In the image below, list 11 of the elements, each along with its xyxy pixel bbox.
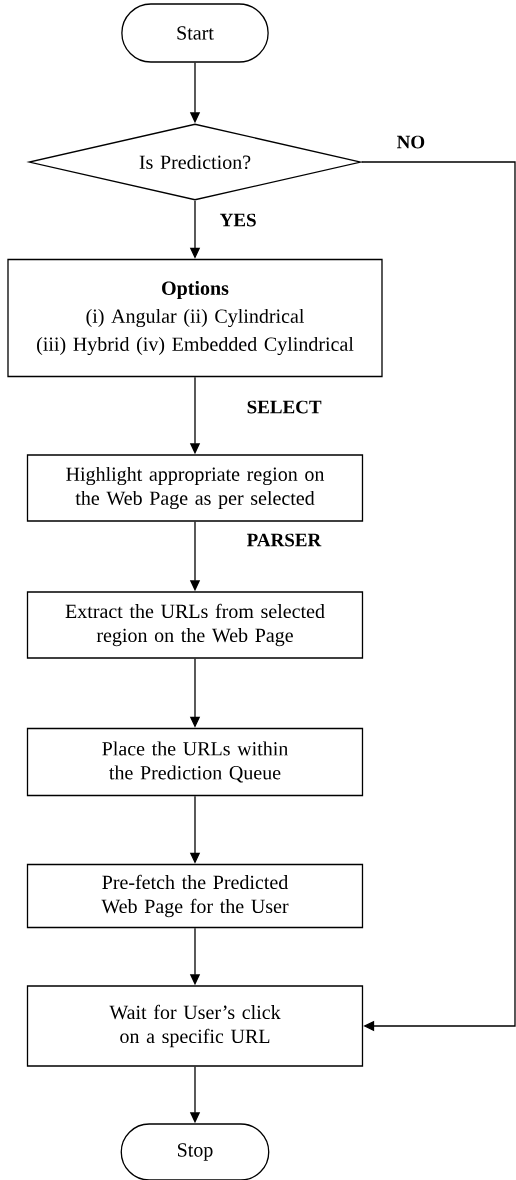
edge-label: NO [395,134,427,150]
edge-label: SELECT [245,399,323,415]
edge-label: PARSER [245,532,323,548]
process-box: Place the URLs within the Prediction Queue [26,727,364,797]
edge-label: YES [218,212,258,228]
process-box: Wait for User’s click on a specific URL [26,985,364,1067]
process-box: Highlight appropriate region on the Web Page as per selected [26,454,364,522]
process-box: Pre-fetch the Predicted Web Page for the User [26,863,364,929]
arrow [361,161,516,1032]
process-box: Options (i) Angular (ii) Cylindrical (iii) Hybrid (iv) Embedded Cylindrical [7,258,383,378]
process-box: Extract the URLs from selected region on the Web Page [26,591,364,659]
